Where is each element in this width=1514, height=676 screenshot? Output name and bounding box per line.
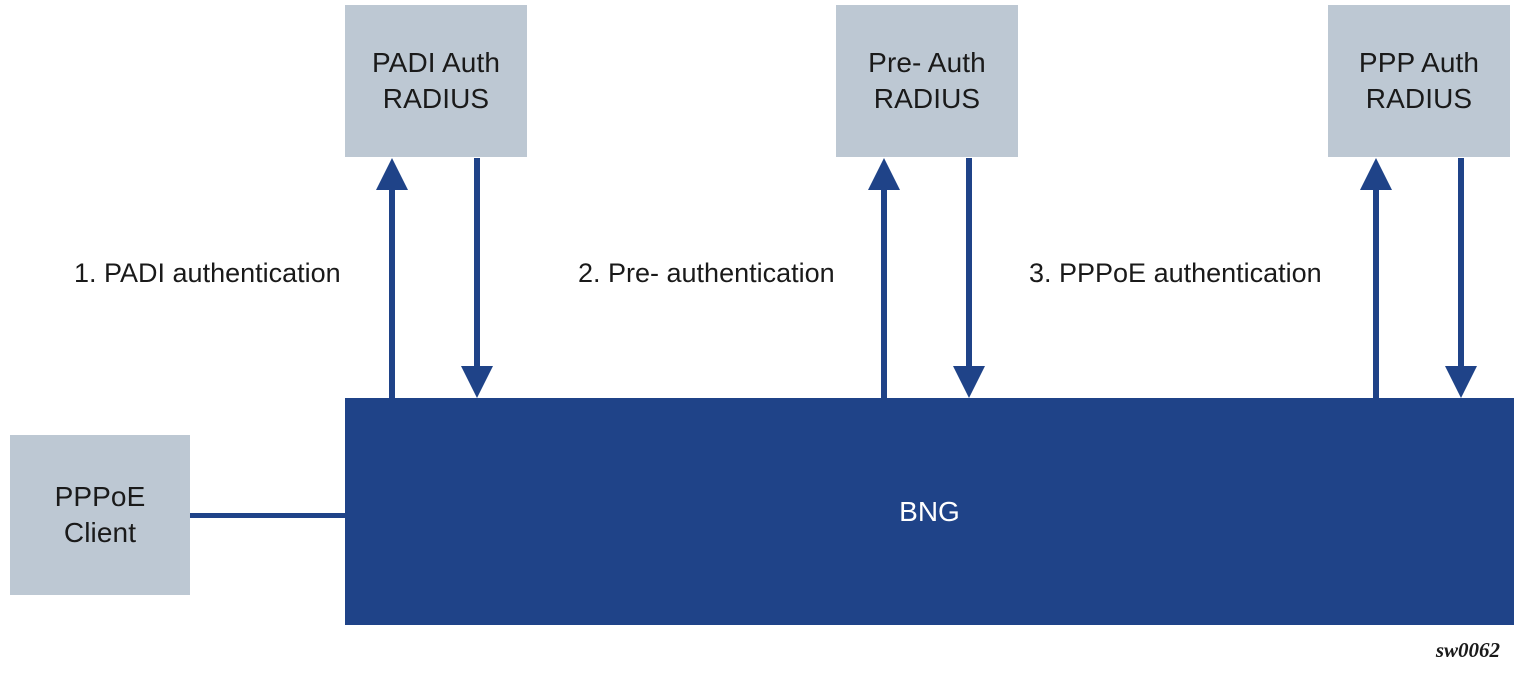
flow-1-request-arrow-up	[376, 158, 408, 398]
flow-label-pre-authentication: 2. Pre- authentication	[578, 258, 835, 288]
radius-server-pre-auth: Pre- Auth RADIUS	[836, 5, 1018, 157]
radius-server-ppp-auth-line1: PPP Auth	[1358, 47, 1480, 79]
pppoe-client-node: PPPoE Client	[10, 435, 190, 595]
flow-label-pppoe-authentication: 3. PPPoE authentication	[1029, 258, 1322, 288]
flow-1-response-arrow-down	[461, 158, 493, 398]
radius-server-padi-auth-label: PADI Auth RADIUS	[372, 45, 500, 117]
figure-identifier: sw0062	[1435, 638, 1500, 662]
radius-server-pre-auth-label: Pre- Auth RADIUS	[868, 45, 986, 117]
flow-label-padi-authentication: 1. PADI authentication	[74, 258, 341, 288]
flow-3-request-arrow-up	[1360, 158, 1392, 398]
pppoe-client-label: PPPoE Client	[55, 479, 146, 551]
bng-label: BNG	[899, 495, 960, 527]
flow-3-response-arrow-down	[1445, 158, 1477, 398]
radius-server-padi-auth: PADI Auth RADIUS	[345, 5, 527, 157]
flow-2-request-arrow-up	[868, 158, 900, 398]
pppoe-client-line2: Client	[63, 517, 137, 548]
client-to-bng-link	[190, 513, 346, 518]
pppoe-client-line1: PPPoE	[54, 481, 146, 513]
radius-server-pre-auth-line2: RADIUS	[873, 83, 981, 114]
radius-server-ppp-auth-label: PPP Auth RADIUS	[1359, 45, 1479, 117]
bng-node: BNG	[345, 398, 1514, 625]
radius-server-ppp-auth-line2: RADIUS	[1365, 83, 1473, 114]
radius-server-pre-auth-line1: Pre- Auth	[868, 47, 986, 79]
radius-server-ppp-auth: PPP Auth RADIUS	[1328, 5, 1510, 157]
radius-server-padi-auth-line2: RADIUS	[382, 83, 490, 114]
radius-server-padi-auth-line1: PADI Auth	[371, 47, 500, 79]
flow-2-response-arrow-down	[953, 158, 985, 398]
